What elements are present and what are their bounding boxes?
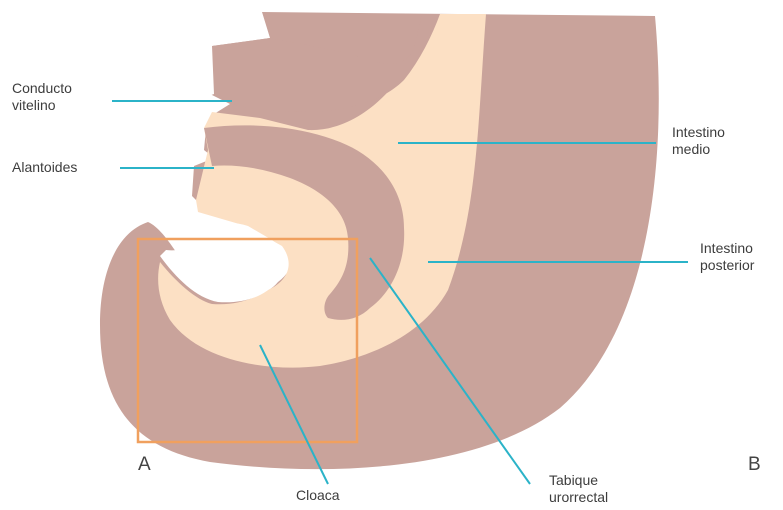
label-conducto-vitelino-line2: vitelino	[12, 97, 72, 114]
label-intestino-posterior-line1: Intestino	[700, 240, 754, 257]
label-intestino-medio-line2: medio	[672, 141, 725, 158]
label-conducto-vitelino-line1: Conducto	[12, 80, 72, 97]
label-tabique-urorrectal-line1: Tabique	[549, 472, 608, 489]
label-tabique-urorrectal: Tabique urorrectal	[549, 472, 608, 506]
label-conducto-vitelino: Conducto vitelino	[12, 80, 72, 114]
corner-letter-b: B	[748, 455, 761, 475]
label-tabique-urorrectal-line2: urorrectal	[549, 489, 608, 506]
corner-letter-a: A	[138, 455, 151, 475]
label-intestino-medio-line1: Intestino	[672, 124, 725, 141]
label-cloaca: Cloaca	[296, 487, 340, 504]
label-alantoides: Alantoides	[12, 159, 77, 176]
label-intestino-posterior: Intestino posterior	[700, 240, 754, 274]
label-intestino-posterior-line2: posterior	[700, 257, 754, 274]
label-intestino-medio: Intestino medio	[672, 124, 725, 158]
